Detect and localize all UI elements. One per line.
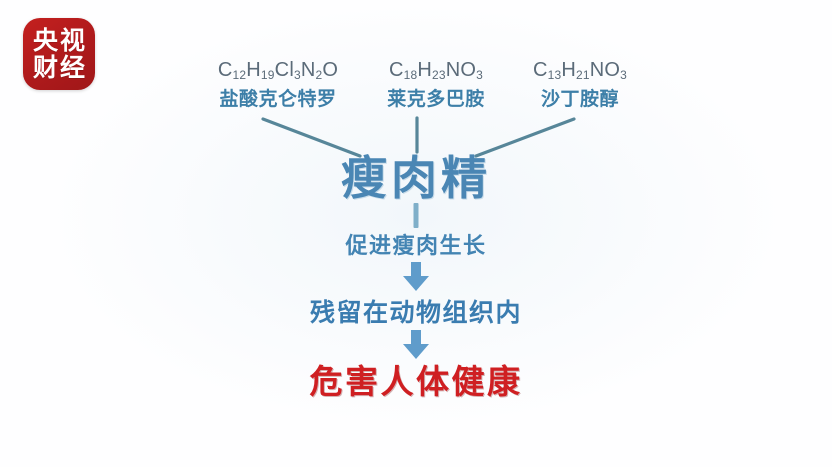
logo-line-1: 央 视 [32,27,86,54]
cctv-finance-logo: 央 视 财 经 [23,18,95,90]
flow-step-3-label: 危害人体健康 [309,362,523,401]
compound-formula-2: C13H21NO3 [532,59,628,82]
compound-formula-0: C12H19Cl3N2O [217,59,339,82]
flow-step-2-label: 残留在动物组织内 [309,298,522,327]
logo-char-shi: 视 [59,26,85,55]
compound-group-0: C12H19Cl3N2O 盐酸克仑特罗 [198,58,358,110]
logo-char-yang: 央 [32,26,58,55]
compound-formula-1: C18H23NO3 [388,59,484,82]
vertical-stem-connector [413,203,419,228]
compound-name-2: 沙丁胺醇 [540,88,619,110]
down-arrow-icon-2 [403,330,429,359]
compound-group-2: C13H21NO3 沙丁胺醇 [510,58,650,110]
main-title: 瘦肉精 [341,151,491,205]
compound-group-1: C18H23NO3 莱克多巴胺 [366,58,506,110]
logo-line-2: 财 经 [32,54,86,81]
logo-char-cai: 财 [32,53,58,82]
compound-name-1: 莱克多巴胺 [387,88,485,110]
down-arrow-icon-1 [403,262,429,291]
compound-name-0: 盐酸克仑特罗 [219,88,337,110]
logo-char-jing: 经 [59,53,85,82]
flow-step-1-label: 促进瘦肉生长 [345,234,487,259]
